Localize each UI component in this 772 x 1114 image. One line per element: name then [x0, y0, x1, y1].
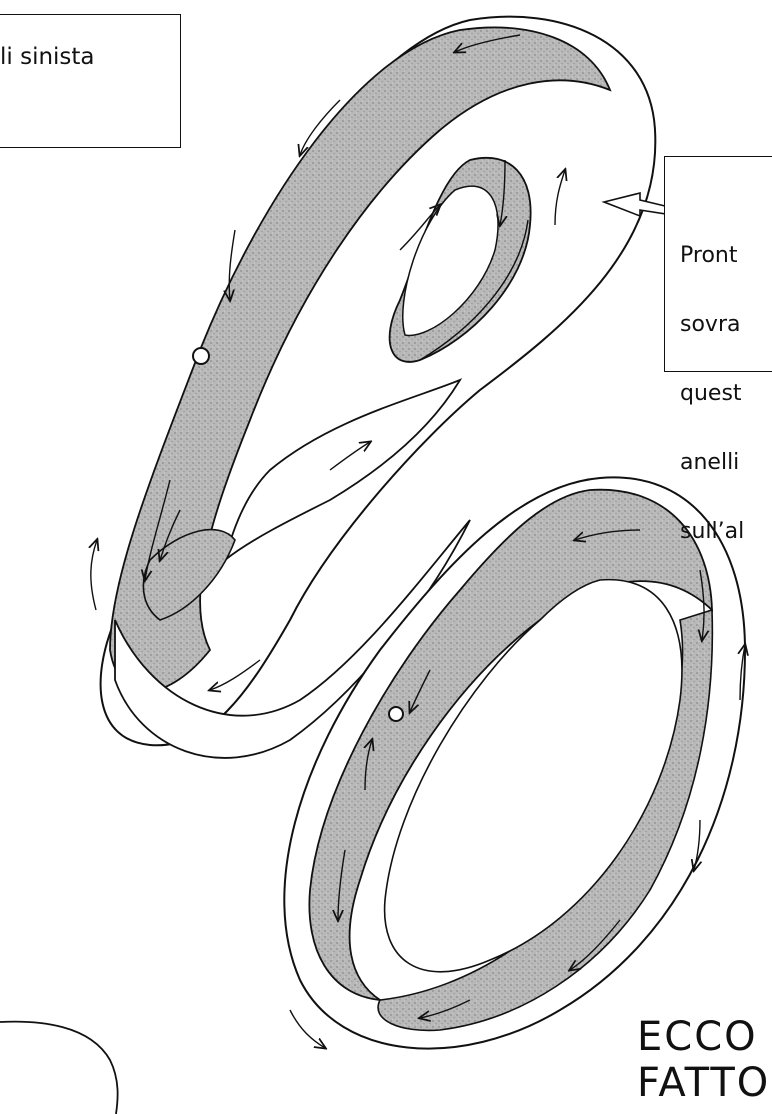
- lower-loop-band: [284, 477, 745, 1048]
- caption-right-line: Pront: [680, 244, 744, 267]
- ecco-fatto-caption: ECCO FATTO: [637, 1014, 770, 1106]
- caption-right-line: anelli: [680, 451, 744, 474]
- caption-right-line: quest: [680, 382, 744, 405]
- caption-right-text: Pront sovra quest anelli sull’al: [680, 198, 744, 566]
- caption-right-line: sull’al: [680, 520, 744, 543]
- speech-bubble-edge: [0, 1022, 118, 1114]
- lower-band-pin: [389, 707, 403, 721]
- upper-band-pin: [193, 348, 209, 364]
- caption-left-text: li sinista: [0, 44, 95, 70]
- fatto-line: FATTO: [637, 1060, 770, 1106]
- caption-box-left: [0, 14, 181, 148]
- caption-right-line: sovra: [680, 313, 744, 336]
- ecco-line: ECCO: [637, 1014, 770, 1060]
